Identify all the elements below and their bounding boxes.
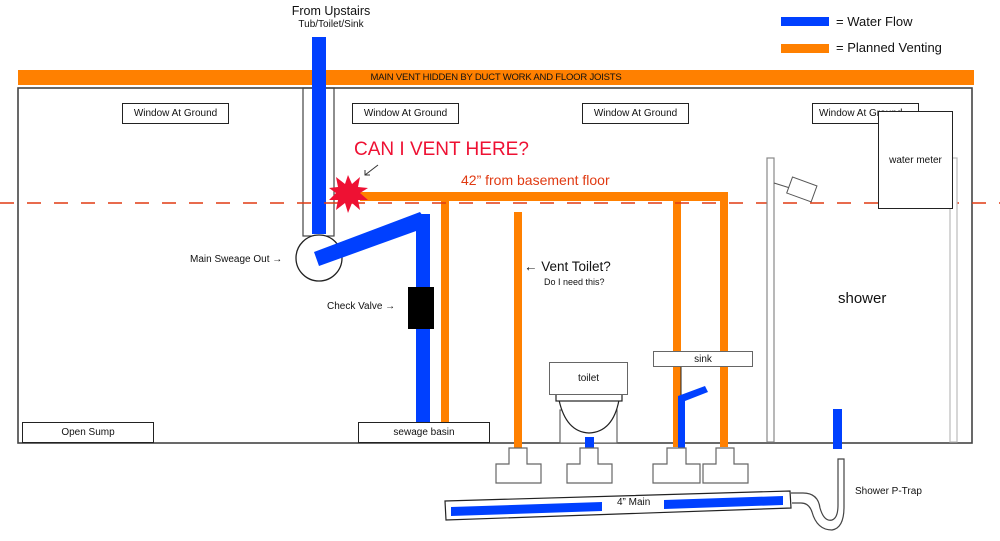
vent-drop-1	[441, 192, 449, 424]
vent-toilet	[514, 212, 522, 448]
toilet-tank: toilet	[549, 362, 628, 395]
toilet-bowl	[558, 399, 620, 434]
header-title: From Upstairs	[291, 4, 371, 18]
header-subtitle: Tub/Toilet/Sink	[298, 19, 364, 30]
shower-head	[786, 176, 818, 203]
legend-venting-swatch	[781, 44, 829, 53]
open-sump: Open Sump	[22, 422, 154, 443]
window-1: Window At Ground	[122, 103, 229, 124]
legend-water-swatch	[781, 17, 829, 26]
vent-drop-sink-right	[720, 192, 728, 447]
starburst-icon	[329, 175, 368, 213]
main-pipe-flow-right	[664, 496, 783, 509]
tee-fitting	[652, 447, 701, 484]
vent-horizontal	[360, 192, 728, 201]
basement-outline	[17, 87, 973, 444]
shower-p-trap	[791, 458, 845, 531]
vent-drop-sink-left	[673, 192, 681, 447]
shower-label: shower	[838, 290, 887, 307]
water-meter: water meter	[878, 111, 953, 209]
floor-fittings	[495, 447, 749, 484]
legend-water-label: = Water Flow	[836, 14, 913, 29]
main-pipe-label: 4” Main	[617, 497, 651, 508]
question-text: CAN I VENT HERE?	[354, 139, 529, 160]
main-vent-bar	[18, 70, 974, 85]
legend-venting-label: = Planned Venting	[836, 40, 942, 55]
shower-wall-left	[766, 157, 775, 443]
window-2: Window At Ground	[352, 103, 459, 124]
water-pipe-angled	[314, 212, 430, 266]
tee-fitting	[566, 447, 613, 484]
window-3: Window At Ground	[582, 103, 689, 124]
question-arrow	[364, 164, 379, 176]
vent-toilet-sublabel: Do I need this?	[544, 277, 605, 287]
shower-wall-right	[949, 157, 958, 443]
main-sewage-label: Main Sweage Out →	[190, 254, 283, 265]
height-note: 42” from basement floor	[461, 172, 610, 188]
main-vent-label: MAIN VENT HIDDEN BY DUCT WORK AND FLOOR …	[370, 72, 622, 83]
vent-toilet-label: ← Vent Toilet?	[524, 259, 611, 274]
toilet-seat	[555, 393, 623, 402]
sewage-basin: sewage basin	[358, 422, 490, 443]
shower-trap-label: Shower P-Trap	[855, 486, 922, 497]
water-stack-upstairs	[312, 37, 326, 234]
sink-drain-pipe	[678, 386, 708, 448]
check-valve	[408, 287, 434, 329]
shower-drain	[833, 409, 842, 449]
tee-fitting	[702, 447, 749, 484]
main-pipe-flow-left	[451, 502, 602, 516]
sink: sink	[653, 351, 753, 367]
check-valve-label: Check Valve →	[327, 301, 396, 312]
tee-fitting	[495, 447, 542, 484]
